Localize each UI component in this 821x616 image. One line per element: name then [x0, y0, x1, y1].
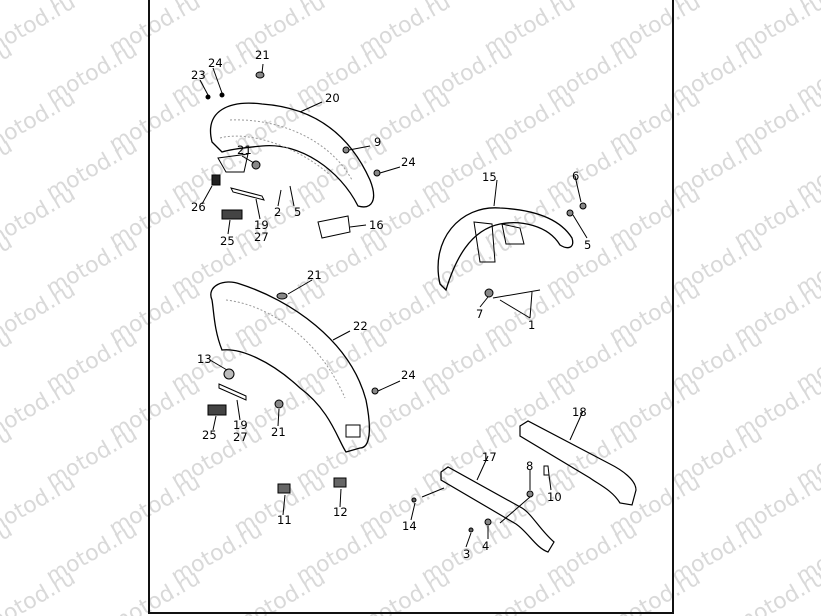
callout-1: 1	[528, 318, 536, 332]
callout-21: 21	[255, 48, 270, 62]
rear-fender-lower	[207, 279, 401, 516]
callout-17: 17	[482, 450, 497, 464]
callout-10: 10	[547, 490, 562, 504]
callout-2: 2	[274, 205, 282, 219]
callout-19: 19	[233, 418, 248, 432]
callout-13: 13	[197, 352, 212, 366]
callout-5: 5	[584, 238, 592, 252]
callout-27: 27	[254, 230, 269, 244]
callout-25: 25	[202, 428, 217, 442]
callout-24: 24	[208, 56, 223, 70]
callout-26: 26	[191, 200, 206, 214]
callout-12: 12	[333, 505, 348, 519]
callout-19: 19	[254, 218, 269, 232]
callout-20: 20	[325, 91, 340, 105]
callout-9: 9	[374, 135, 382, 149]
callout-5: 5	[294, 205, 302, 219]
front-fender	[437, 175, 588, 319]
callout-11: 11	[277, 513, 292, 527]
callout-7: 7	[476, 307, 484, 321]
fender-supports	[410, 410, 637, 553]
callout-24: 24	[401, 368, 416, 382]
callout-18: 18	[572, 405, 587, 419]
callout-23: 23	[191, 68, 206, 82]
callout-6: 6	[572, 169, 580, 183]
callout-4: 4	[482, 539, 490, 553]
diagram-frame	[148, 0, 674, 614]
callout-24: 24	[401, 155, 416, 169]
callout-8: 8	[526, 459, 534, 473]
callout-21: 21	[237, 143, 252, 157]
callout-3: 3	[463, 547, 471, 561]
callout-25: 25	[220, 234, 235, 248]
callout-21: 21	[271, 425, 286, 439]
callout-16: 16	[369, 218, 384, 232]
callout-14: 14	[402, 519, 417, 533]
rear-fender-upper	[199, 63, 401, 239]
callout-22: 22	[353, 319, 368, 333]
callout-15: 15	[482, 170, 497, 184]
callout-21: 21	[307, 268, 322, 282]
callout-27: 27	[233, 430, 248, 444]
